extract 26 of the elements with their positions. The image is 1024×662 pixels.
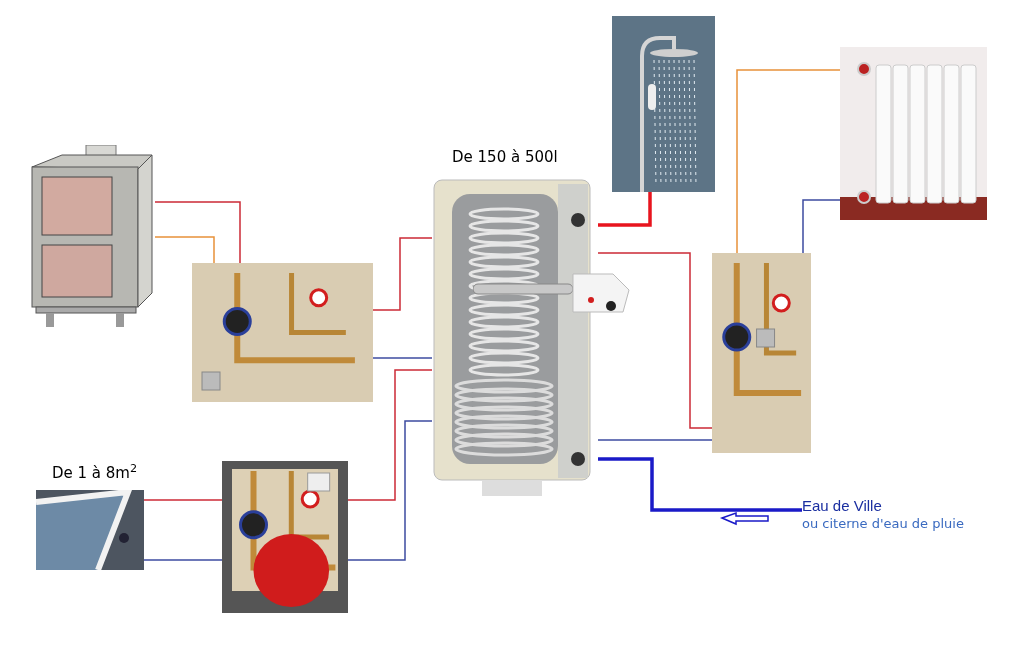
- immersion-heater-drawing: [473, 270, 630, 316]
- pipe-line: [347, 420, 433, 561]
- solar-panel-drawing: [36, 490, 144, 570]
- pipe-line: [372, 357, 433, 359]
- shower-drawing: [612, 16, 715, 192]
- pipe-line: [143, 559, 223, 561]
- pipe-line: [598, 192, 652, 227]
- pipe-line: [597, 252, 713, 429]
- radiator-drawing: [840, 47, 987, 220]
- wood-stove-drawing: [28, 145, 155, 330]
- pipe-line: [154, 236, 215, 264]
- supply-title: Eau de Ville: [802, 497, 883, 516]
- capacity-label: De 150 à 500l: [452, 147, 558, 168]
- solar-pump-station-drawing: [222, 461, 348, 613]
- pipe-line: [154, 201, 241, 264]
- pipe-line: [598, 457, 802, 512]
- pipe-line: [802, 199, 841, 254]
- pipe-line: [736, 69, 841, 254]
- pipe-line: [372, 237, 433, 311]
- capacity-label: De 1 à 8m$^{2}$: [52, 462, 138, 484]
- pipe-line: [347, 369, 433, 501]
- pipe-line: [597, 439, 713, 441]
- pipe-line: [143, 499, 223, 501]
- supply-subtitle: ou citerne d'eau de pluie: [802, 515, 965, 532]
- pump-station-drawing: [192, 263, 373, 402]
- heating-pump-station-drawing: [712, 253, 811, 453]
